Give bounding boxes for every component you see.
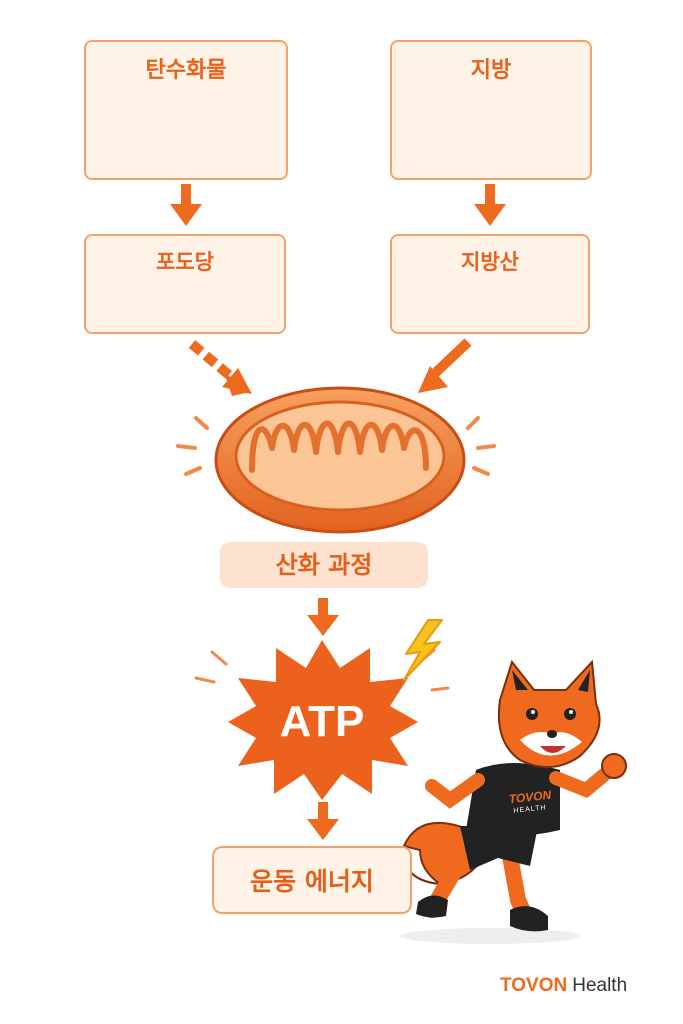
glucose-box: 포도당 (84, 234, 286, 334)
lightning-bolt-icon (403, 619, 443, 681)
brand-name: TOVON (500, 975, 568, 996)
arrow-fattyacid-to-mitochondria (418, 338, 472, 393)
arrow-glucose-to-mitochondria (188, 340, 252, 396)
carbs-box: 탄수화물 (84, 40, 288, 180)
arrow-carbs-to-glucose (170, 184, 202, 226)
brand-suffix: Health (572, 975, 628, 996)
arrow-oxidation-to-atp (307, 598, 339, 636)
fox-mascot-icon (400, 659, 627, 944)
energy-label: 운동 에너지 (212, 846, 412, 914)
carbs-label: 탄수화물 (145, 58, 227, 83)
fatty-acid-label: 지방산 (461, 250, 519, 274)
fatty-acid-box: 지방산 (390, 234, 590, 334)
arrow-fat-to-fattyacid (474, 184, 506, 226)
mitochondria-icon (176, 386, 496, 534)
fat-box: 지방 (390, 40, 592, 180)
spark-lines-icon (176, 416, 496, 476)
oxidation-label: 산화 과정 (220, 542, 428, 588)
arrow-atp-to-energy (307, 802, 339, 840)
atp-label: ATP (279, 697, 365, 746)
fat-label: 지방 (470, 58, 512, 83)
glucose-label: 포도당 (156, 250, 214, 274)
